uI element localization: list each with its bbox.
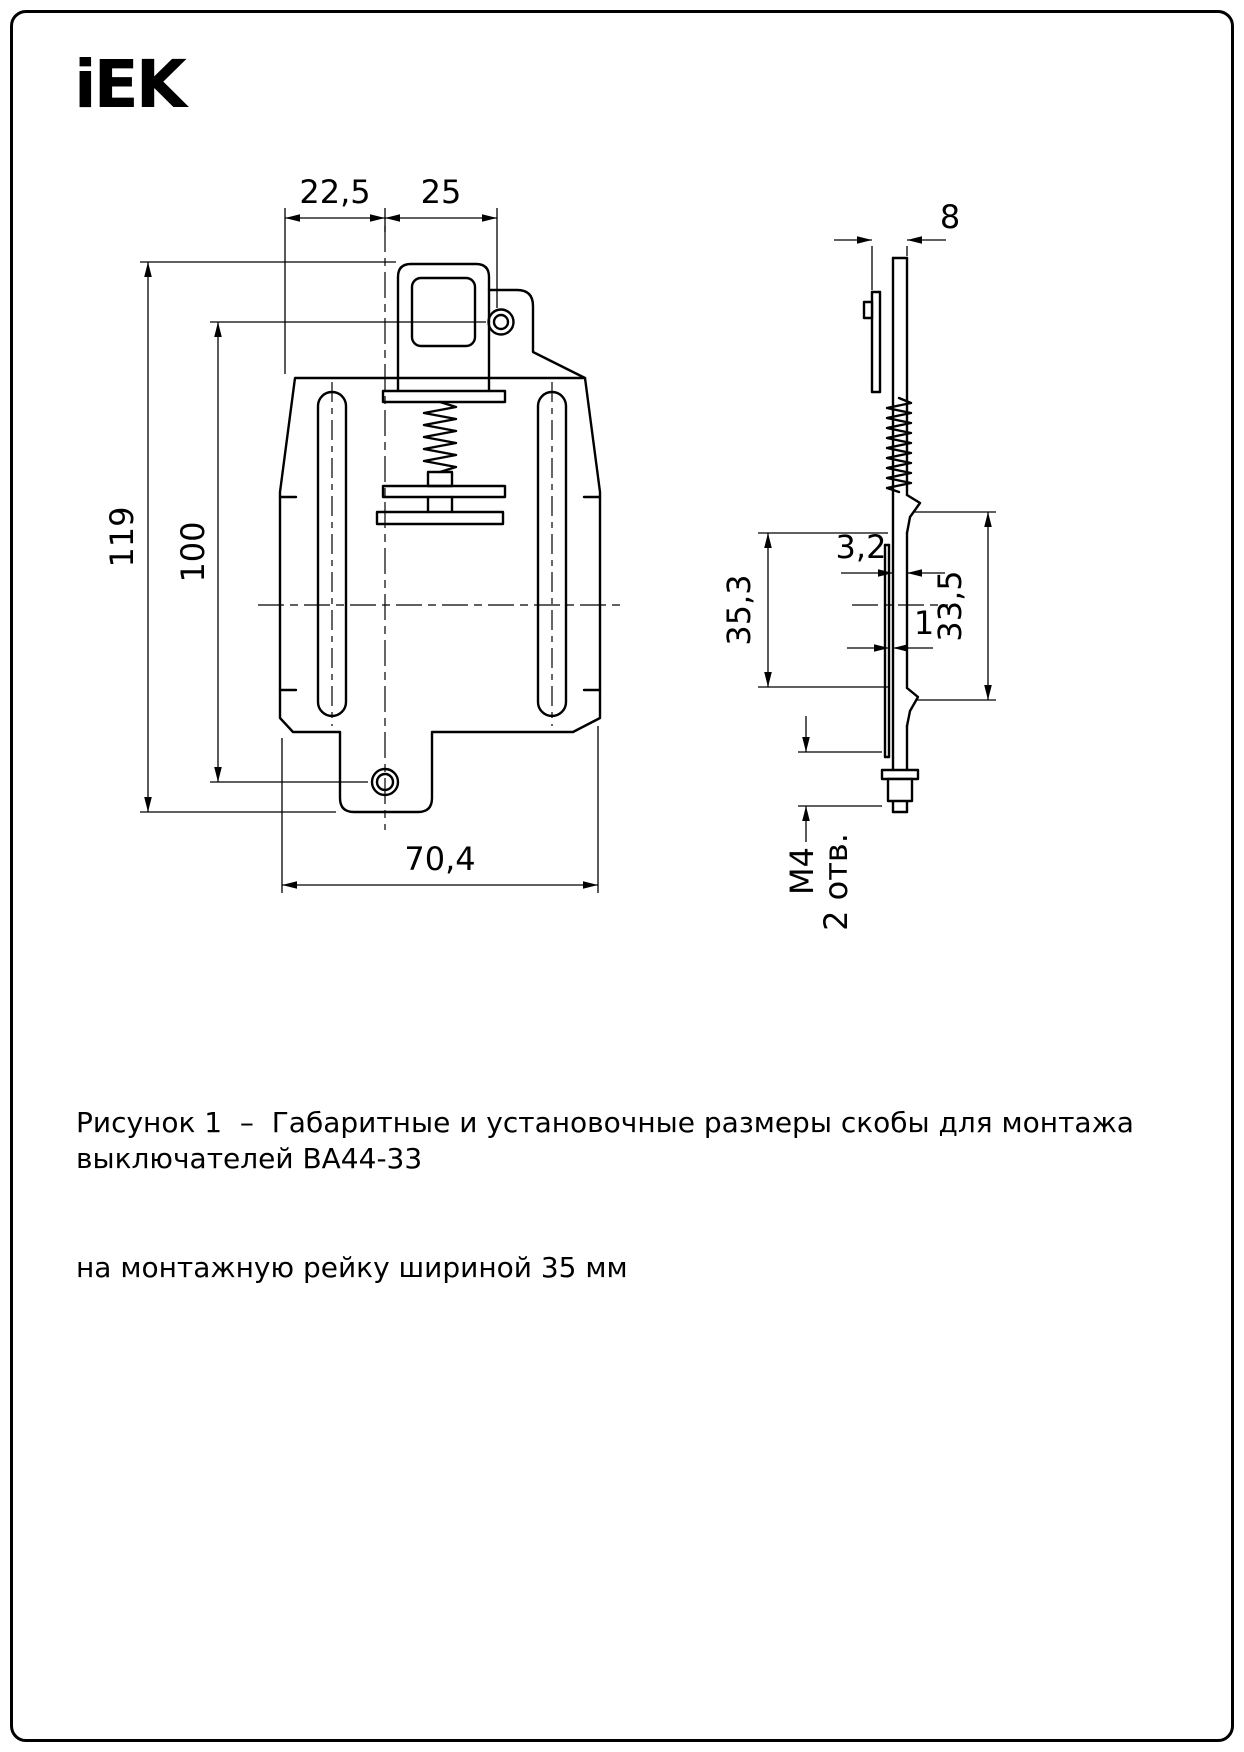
- bottom-mounting-hole-inner: [375, 772, 395, 792]
- dim-label-35-3: 35,3: [720, 574, 758, 645]
- screw-head: [886, 777, 914, 803]
- rail-top-hook: [905, 493, 922, 535]
- dim-label-1: 1: [914, 604, 934, 642]
- screw-washer: [880, 768, 920, 781]
- dim-label-100: 100: [174, 521, 212, 582]
- top-mounting-hole-inner: [492, 313, 510, 331]
- dim-label-33-5: 33,5: [931, 570, 969, 641]
- figure-caption-line1: Рисунок 1 – Габаритные и установочные ра…: [76, 1105, 1143, 1176]
- bottom-mounting-hole-outer: [370, 767, 400, 797]
- side-plate-profile: [891, 256, 909, 814]
- figure-caption: Рисунок 1 – Габаритные и установочные ра…: [76, 1032, 1136, 1323]
- dim-label-22-5: 22,5: [299, 173, 370, 211]
- figure-caption-line2: на монтажную рейку шириной 35 мм: [76, 1251, 628, 1285]
- left-slot: [316, 390, 348, 718]
- top-mounting-hole-outer: [487, 308, 515, 336]
- dim-label-3-2: 3,2: [836, 528, 887, 566]
- dim-label-25: 25: [421, 173, 462, 211]
- side-spring-coil: [885, 396, 913, 494]
- hook-layer-notch: [862, 300, 874, 320]
- rail-bottom-lip: [905, 686, 920, 728]
- top-right-tab: [487, 288, 587, 380]
- iek-logo: iEK: [74, 46, 187, 123]
- spring-latch-assembly: [375, 389, 507, 526]
- side-view: 8 3,2 35,3 1 33,5 M4 2 отв: [720, 198, 996, 931]
- rail-marks: [278, 495, 602, 692]
- front-dimensions: 22,5 25 119 100 70,4: [103, 173, 599, 893]
- spring-coil: [422, 400, 458, 474]
- side-hook-layer: [862, 290, 882, 394]
- slider-plate: [883, 543, 891, 759]
- dim-label-70-4: 70,4: [404, 840, 475, 878]
- fixing-screw: [880, 768, 920, 803]
- right-slot: [536, 390, 568, 718]
- plate-outline: [278, 376, 602, 814]
- dim-label-holes: 2 отв.: [817, 833, 855, 931]
- latch-plate: [375, 510, 505, 526]
- latch-bottom-bar: [381, 484, 507, 499]
- dim-label-m4: M4: [783, 847, 821, 895]
- side-dimensions: 8 3,2 35,3 1 33,5 M4 2 отв: [720, 198, 996, 931]
- dim-label-119: 119: [103, 506, 141, 567]
- top-hook-outline: [396, 262, 491, 393]
- front-view: 22,5 25 119 100 70,4: [103, 173, 620, 893]
- top-hook-opening: [410, 276, 477, 348]
- spring-seat: [426, 470, 454, 488]
- dim-label-8: 8: [940, 198, 960, 236]
- latch-top-bar: [381, 389, 507, 404]
